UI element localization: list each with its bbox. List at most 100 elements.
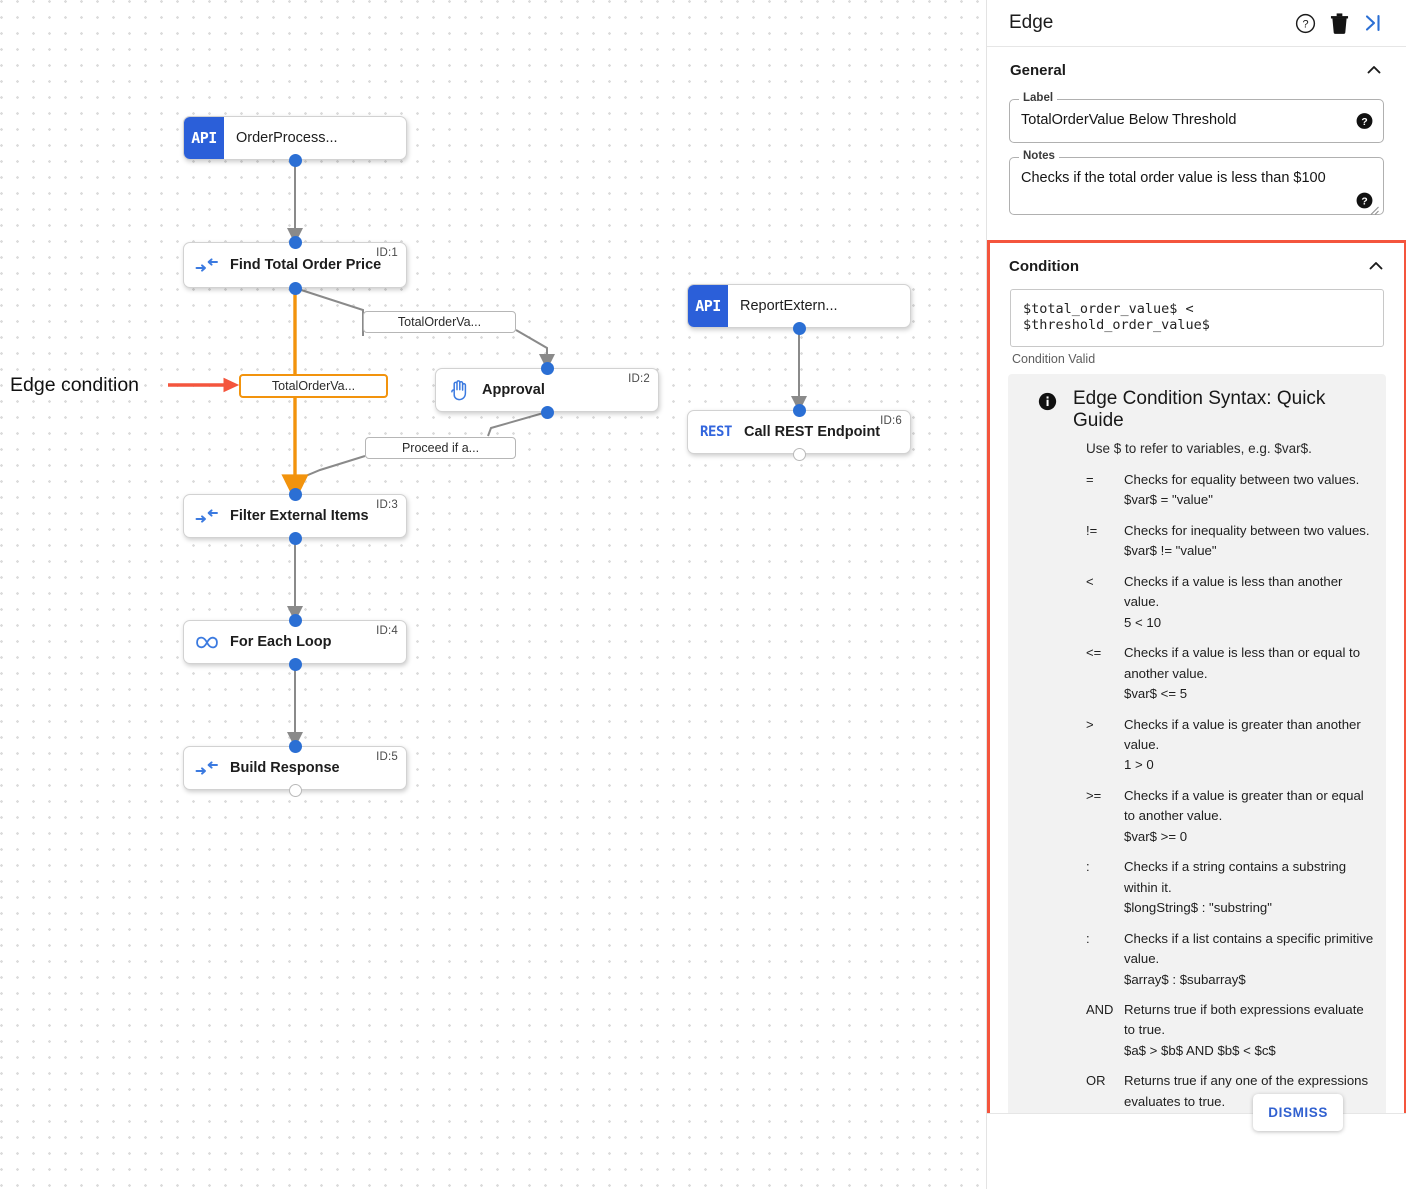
edge-label-totalordervalue-selected[interactable]: TotalOrderVa... [239,374,388,398]
operator-example: $longString$ : "substring" [1124,900,1272,916]
chevron-up-icon[interactable] [1365,61,1383,79]
operator-description: Checks if a value is less than or equal … [1124,645,1361,681]
operator-detail: Checks if a list contains a specific pri… [1124,929,1374,990]
node-input-port[interactable] [793,404,806,417]
operator-row: > Checks if a value is greater than anoth… [1086,715,1374,776]
hand-icon [436,379,482,401]
node-output-port[interactable] [793,448,806,461]
panel-header: Edge ? [987,0,1406,47]
operator-row: <Checks if a value is less than another … [1086,572,1374,633]
node-output-port[interactable] [289,282,302,295]
general-section-title: General [1010,61,1066,79]
textarea-resize-handle[interactable] [1370,202,1379,215]
operator-description: Checks if a list contains a specific pri… [1124,930,1374,967]
condition-validity-status: Condition Valid [1012,352,1096,366]
operator-detail: Checks if a value is greater than anothe… [1124,715,1374,776]
node-input-port[interactable] [289,236,302,249]
panel-footer: DISMISS [987,1094,1406,1189]
operator-symbol: > [1086,716,1094,732]
operator-example: $var$ != "value" [1124,543,1217,559]
help-icon[interactable]: ? [1288,6,1322,40]
condition-section-header[interactable]: Condition [1000,243,1394,289]
notes-field[interactable]: Notes Checks if the total order value is… [1009,149,1384,216]
node-title: ReportExtern... [740,298,838,314]
operator-symbol: != [1086,522,1098,538]
operator-symbol: : [1086,930,1090,946]
operator-example: 1 > 0 [1124,757,1154,773]
node-title: OrderProcess... [236,130,338,146]
node-output-port[interactable] [289,658,302,671]
chevron-up-icon[interactable] [1367,257,1385,275]
condition-section-title: Condition [1009,257,1079,275]
dismiss-button[interactable]: DISMISS [1253,1094,1343,1131]
node-id-label: ID:4 [376,625,398,637]
node-output-port[interactable] [289,532,302,545]
condition-expression-input[interactable]: $total_order_value$ < $threshold_order_v… [1010,289,1384,347]
operator-description: Checks if a value is less than another v… [1124,573,1343,610]
operator-detail: Checks for inequality between two values… [1124,521,1374,562]
node-input-port[interactable] [289,740,302,753]
edge-label-totalordervalue-approval[interactable]: TotalOrderVa... [363,311,516,333]
transform-icon [184,508,230,524]
operator-description: Checks for inequality between two values… [1124,522,1370,538]
collapse-panel-icon[interactable] [1356,6,1390,40]
operator-row: AND Returns true if both expressions eval… [1086,1000,1374,1061]
svg-text:?: ? [1361,117,1367,128]
node-output-port[interactable] [793,322,806,335]
operator-symbol: AND [1086,1001,1114,1017]
info-icon [1038,392,1057,416]
notes-field-value[interactable]: Checks if the total order value is less … [1021,169,1326,186]
notes-field-label: Notes [1019,149,1059,162]
condition-syntax-guide: Edge Condition Syntax: Quick Guide Use $… [1008,374,1386,1189]
label-help-icon[interactable]: ? [1356,112,1373,129]
node-output-port[interactable] [289,154,302,167]
operator-symbol: : [1086,859,1090,875]
label-field[interactable]: Label TotalOrderValue Below Threshold ? [1009,92,1384,143]
label-field-value[interactable]: TotalOrderValue Below Threshold [1021,112,1237,128]
operator-symbol: <= [1086,645,1102,661]
operator-detail: Returns true if both expressions evaluat… [1124,1000,1374,1061]
node-title: Filter External Items [230,508,369,524]
node-for-each-loop[interactable]: For Each Loop ID:4 [183,620,407,664]
operator-example: $array$ : $subarray$ [1124,971,1246,987]
operator-example: $var$ >= 0 [1124,828,1188,844]
guide-subtitle: Use $ to refer to variables, e.g. $var$. [1086,441,1312,456]
api-badge-icon: API [184,117,224,159]
operator-detail: Checks for equality between two values.$… [1124,470,1374,511]
annotation-edge-condition: Edge condition [10,374,140,396]
operator-description: Checks for equality between two values. [1124,472,1360,487]
transform-icon [184,257,230,273]
flow-canvas[interactable]: API OrderProcess... Find Total Order Pri… [0,0,986,1189]
node-input-port[interactable] [541,362,554,375]
node-input-port[interactable] [289,488,302,501]
node-title: Call REST Endpoint [744,424,881,440]
operator-detail: Checks if a value is less than or equal … [1124,643,1374,704]
node-find-total-order-price[interactable]: Find Total Order Price ID:1 [183,242,407,288]
delete-icon[interactable] [1322,6,1356,40]
node-title: For Each Loop [230,634,332,650]
notes-help-icon[interactable]: ? [1356,192,1373,209]
node-input-port[interactable] [289,614,302,627]
operator-row: : Checks if a string contains a substring… [1086,857,1374,918]
node-report-external[interactable]: API ReportExtern... [687,284,911,328]
node-output-port[interactable] [541,406,554,419]
operator-example: 5 < 10 [1124,614,1162,630]
general-section-header[interactable]: General [1001,47,1392,93]
operator-row: : Checks if a list contains a specific pr… [1086,929,1374,990]
operator-symbol: >= [1086,787,1102,803]
operator-row: >= Checks if a value is greater than or e… [1086,786,1374,847]
operator-table: =Checks for equality between two values.… [1086,470,1374,1189]
label-field-label: Label [1019,92,1058,104]
operator-description: Checks if a value is greater than anothe… [1124,716,1361,752]
operator-detail: Checks if a value is greater than or equ… [1124,786,1374,847]
operator-detail: Checks if a string contains a substring … [1124,857,1374,918]
node-order-process[interactable]: API OrderProcess... [183,116,407,160]
node-output-port[interactable] [289,784,302,797]
page-title: Edge [1009,12,1054,33]
operator-description: Returns true if both expressions evaluat… [1124,1001,1364,1038]
edge-label-proceed-if-approved[interactable]: Proceed if a... [365,437,516,459]
node-id-label: ID:2 [628,373,650,385]
operator-description: Returns true if any one of the expressio… [1124,1073,1369,1109]
node-id-label: ID:6 [880,415,902,427]
condition-section-highlight: Condition $total_order_value$ < $thresho… [987,240,1406,1189]
